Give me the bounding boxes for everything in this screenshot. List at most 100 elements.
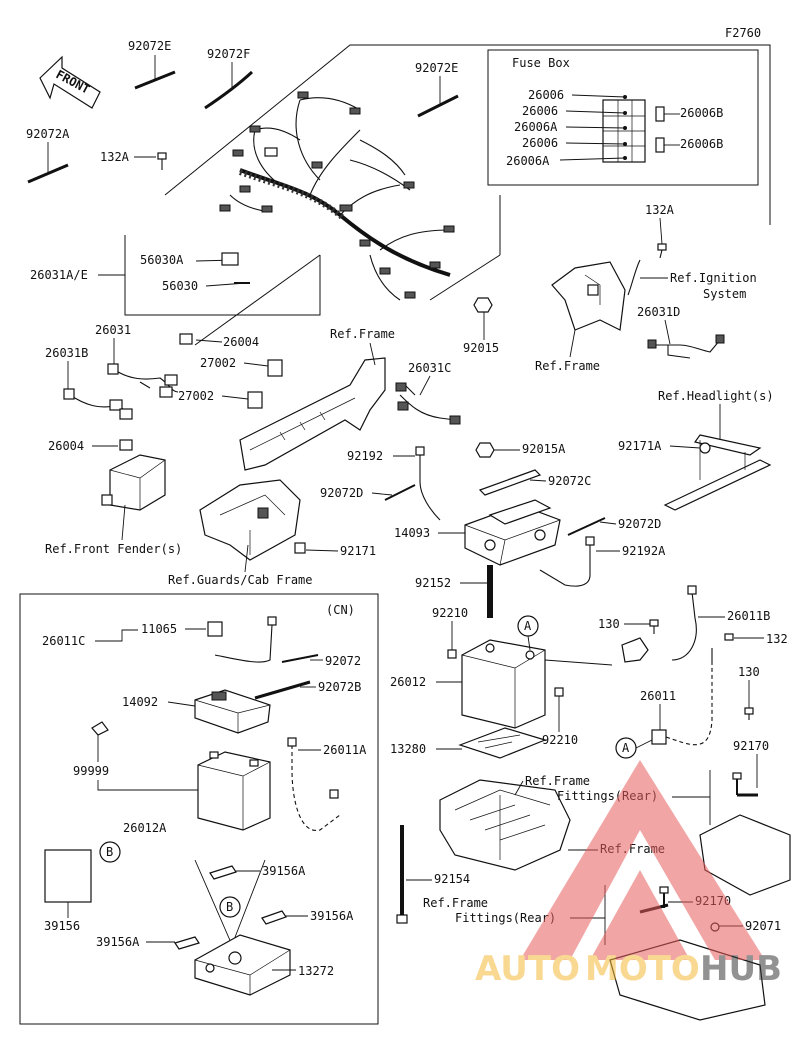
- watermark-text-1: AUTO: [475, 949, 580, 989]
- label-92072D-b: 92072D: [618, 517, 661, 531]
- strap-92072C: [478, 469, 542, 496]
- label-92171A: 92171A: [618, 439, 662, 453]
- bolt-92170-a: [732, 772, 758, 797]
- battery-holder-14093: [464, 499, 561, 566]
- battery-26012: [461, 639, 546, 729]
- ignition-wire: [627, 259, 641, 296]
- harness-outline: [164, 44, 771, 225]
- pad-39156A-b: [261, 910, 287, 925]
- label-132: 132: [766, 632, 788, 646]
- label-26011B: 26011B: [727, 609, 770, 623]
- cable-26011A: [287, 737, 341, 831]
- headlight-bracket: [663, 434, 772, 511]
- label-26031B: 26031B: [45, 346, 88, 360]
- label-26031C: 26031C: [408, 361, 451, 375]
- callout-b-1: [99, 841, 121, 863]
- fuse-box: [602, 95, 665, 163]
- tie-92072F: [204, 70, 254, 110]
- label-92152: 92152: [415, 576, 451, 590]
- callout-a-1-label: A: [524, 619, 532, 633]
- tie-92072: [281, 654, 319, 663]
- label-132A-b: 132A: [645, 203, 675, 217]
- label-92071: 92071: [745, 919, 781, 933]
- label-26006A-2: 26006A: [506, 154, 550, 168]
- label-26011C: 26011C: [42, 634, 85, 648]
- label-92015: 92015: [463, 341, 499, 355]
- label-ref-headlight: Ref.Headlight(s): [658, 389, 774, 403]
- bolt-132: [711, 633, 734, 665]
- bolt-92210-a: [447, 649, 457, 659]
- label-26012: 26012: [390, 675, 426, 689]
- watermark-text-2: MOTO: [585, 949, 700, 989]
- label-ref-ignition-1: Ref.Ignition: [670, 271, 757, 285]
- label-14093: 14093: [394, 526, 430, 540]
- frame-bracket-ignition: [551, 261, 626, 331]
- tray-13272: [194, 934, 291, 996]
- pad-39156A-c: [174, 936, 200, 950]
- label-92154: 92154: [434, 872, 470, 886]
- label-26011: 26011: [640, 689, 676, 703]
- label-92210-a: 92210: [432, 606, 468, 620]
- front-fender-bracket: [101, 454, 166, 511]
- label-ref-ignition-2: System: [703, 287, 746, 301]
- cable-26011: [651, 665, 713, 746]
- fuse-box-title: Fuse Box: [512, 56, 570, 70]
- label-ref-fittings-b-2: Fittings(Rear): [455, 911, 556, 925]
- front-arrow: FRONT: [39, 55, 101, 109]
- tie-92072D-b: [567, 517, 606, 536]
- sticker-39156: [44, 849, 92, 903]
- label-39156A-c: 39156A: [96, 935, 140, 949]
- label-92192: 92192: [347, 449, 383, 463]
- grommet-92171: [294, 542, 306, 554]
- label-26004-a: 26004: [223, 335, 259, 349]
- nut-92015A: [475, 442, 495, 458]
- harness-26031D: [647, 334, 725, 359]
- frame-rail: [239, 357, 386, 471]
- label-ref-front-fender: Ref.Front Fender(s): [45, 542, 182, 556]
- label-13280: 13280: [390, 742, 426, 756]
- watermark: AUTO MOTO HUB: [475, 760, 782, 989]
- relay-27002-b: [247, 391, 263, 409]
- label-26006A-1: 26006A: [514, 120, 558, 134]
- pad-39156A-a: [209, 865, 237, 880]
- label-26012A: 26012A: [123, 821, 167, 835]
- connector-26004-b: [119, 439, 133, 451]
- callout-b-1-label: B: [106, 845, 113, 859]
- fuse-box-frame: [487, 49, 759, 186]
- label-ref-guards: Ref.Guards/Cab Frame: [168, 573, 313, 587]
- label-92015A: 92015A: [522, 442, 566, 456]
- guard-bracket: [199, 479, 301, 561]
- label-92072A: 92072A: [26, 127, 70, 141]
- label-130-a: 130: [598, 617, 620, 631]
- label-92072B: 92072B: [318, 680, 361, 694]
- part-11065: [207, 621, 223, 637]
- tie-92072B: [254, 680, 311, 700]
- label-26011A: 26011A: [323, 743, 367, 757]
- label-39156: 39156: [44, 919, 80, 933]
- bolt-130-b: [744, 707, 754, 720]
- battery-cover-14092: [194, 689, 271, 734]
- label-92210-b: 92210: [542, 733, 578, 747]
- battery-tray: [439, 779, 571, 871]
- harness-26031B: [63, 388, 133, 420]
- cable-26011B: [671, 585, 697, 661]
- cable-26011C: [214, 616, 277, 663]
- label-92170-a: 92170: [733, 739, 769, 753]
- label-ref-frame-b: Ref.Frame: [330, 327, 395, 341]
- label-92072E-a: 92072E: [128, 39, 171, 53]
- label-26006-3: 26006: [522, 136, 558, 150]
- label-92072: 92072: [325, 654, 361, 668]
- label-26006-1: 26006: [528, 88, 564, 102]
- label-92072C: 92072C: [548, 474, 591, 488]
- label-ref-fittings-b-1: Ref.Frame: [423, 896, 488, 910]
- label-92072D-a: 92072D: [320, 486, 363, 500]
- watermark-text-3: HUB: [700, 949, 782, 989]
- harness-26031: [107, 363, 179, 398]
- part-56030A: [221, 252, 239, 266]
- battery-pad-13280: [458, 727, 547, 759]
- label-56030: 56030: [162, 279, 198, 293]
- label-26006-2: 26006: [522, 104, 558, 118]
- label-56030A: 56030A: [140, 253, 184, 267]
